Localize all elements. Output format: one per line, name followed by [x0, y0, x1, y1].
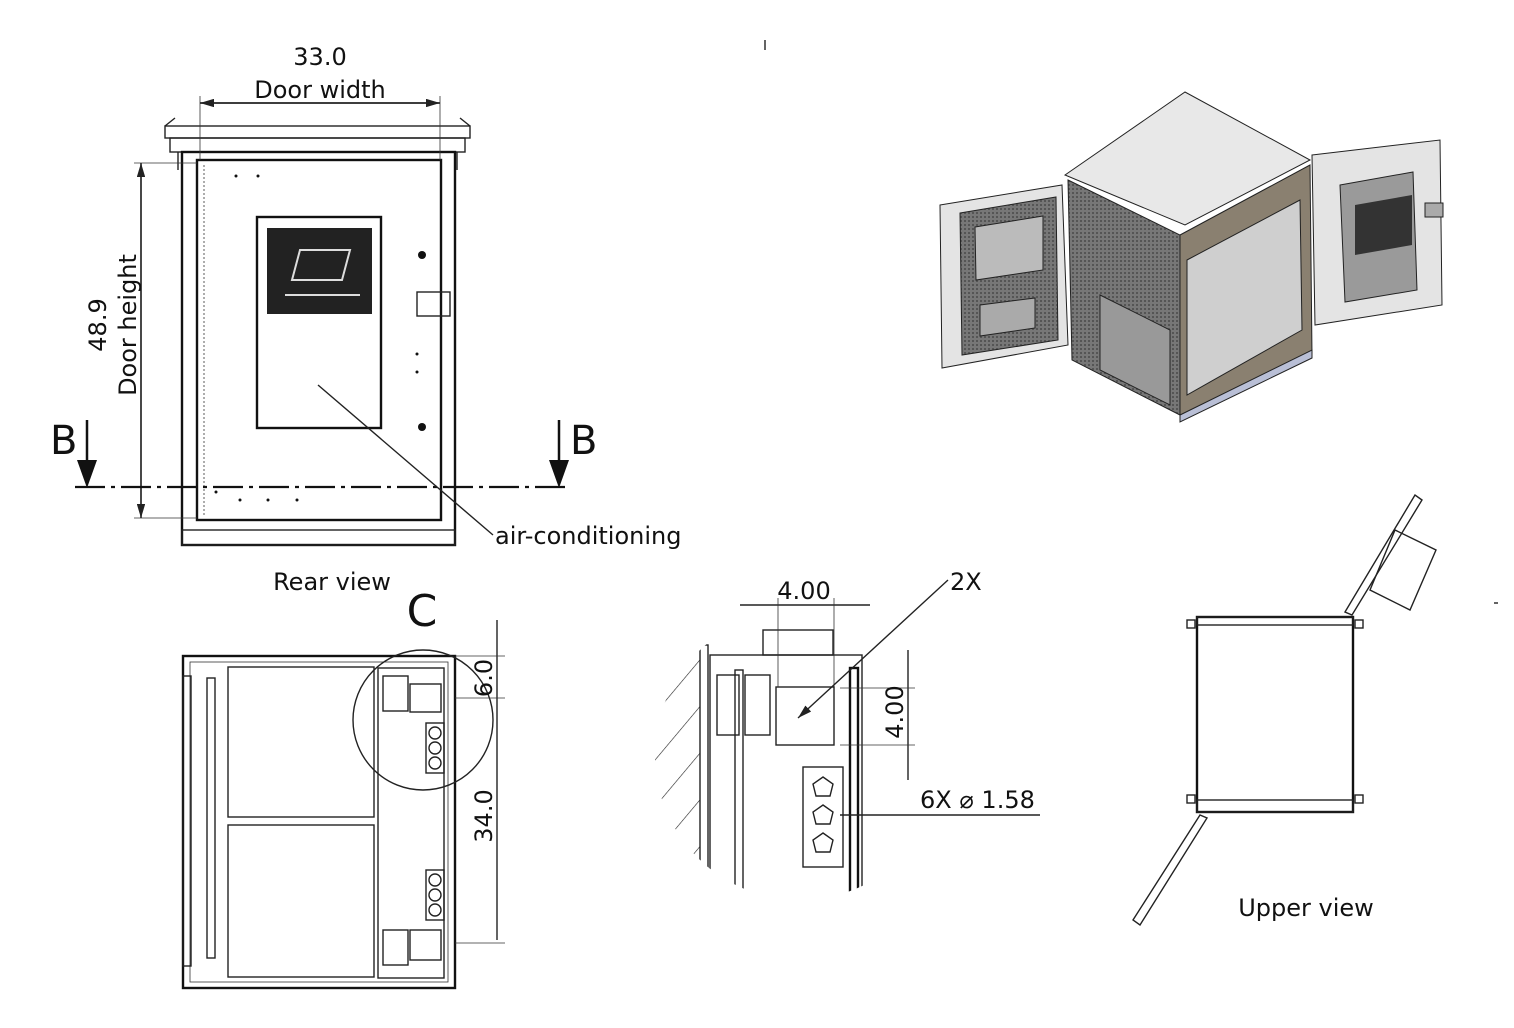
door-width-label: Door width [254, 76, 386, 104]
section-arrow-left-icon [77, 460, 97, 488]
hatched-panel-lower [227, 824, 375, 978]
gland-plate [802, 766, 844, 868]
rear-view: 33.0 Door width 48.9 Door height B B air… [50, 43, 681, 596]
count-note-2x: 2X [950, 568, 982, 596]
upper-view-caption: Upper view [1238, 894, 1374, 922]
section-outline [181, 654, 457, 990]
isometric-view [939, 91, 1444, 423]
callout-leader [317, 384, 494, 536]
section-view: C 6.0 34.0 [181, 586, 505, 990]
air-conditioner-unit [255, 215, 383, 430]
door-height-label: Door height [114, 254, 142, 396]
upper-door-open-top [1343, 493, 1423, 616]
rear-door [195, 158, 443, 522]
detail-cutout [775, 686, 835, 746]
roof-rail [164, 125, 471, 139]
detail-view-c: 4.00 2X 4.00 6X ⌀ 1.58 [640, 568, 1040, 920]
hatched-panel-upper [227, 666, 375, 818]
detail-marker-c: C [407, 586, 438, 637]
dimension-6-0: 6.0 [470, 659, 498, 697]
section-label-left: B [50, 418, 77, 464]
upper-cabinet-outline [1195, 615, 1355, 814]
dimension-34-0: 34.0 [470, 789, 498, 842]
door-height-value: 48.9 [84, 298, 112, 351]
rear-view-caption: Rear view [273, 568, 391, 596]
upper-door-open-bottom [1132, 814, 1209, 927]
hole-note: 6X ⌀ 1.58 [920, 786, 1035, 814]
detail-width-dimension: 4.00 [777, 577, 830, 605]
section-arrow-right-icon [549, 460, 569, 488]
door-width-value: 33.0 [293, 43, 346, 71]
air-conditioning-callout: air-conditioning [495, 522, 681, 550]
detail-c-circle [352, 649, 494, 791]
detail-height-dimension: 4.00 [881, 685, 909, 738]
door-handle [416, 291, 451, 317]
leader-2x [797, 579, 949, 719]
cabinet-roof [1063, 91, 1312, 226]
upper-view: Upper view [1132, 493, 1498, 927]
section-label-right: B [570, 418, 597, 464]
